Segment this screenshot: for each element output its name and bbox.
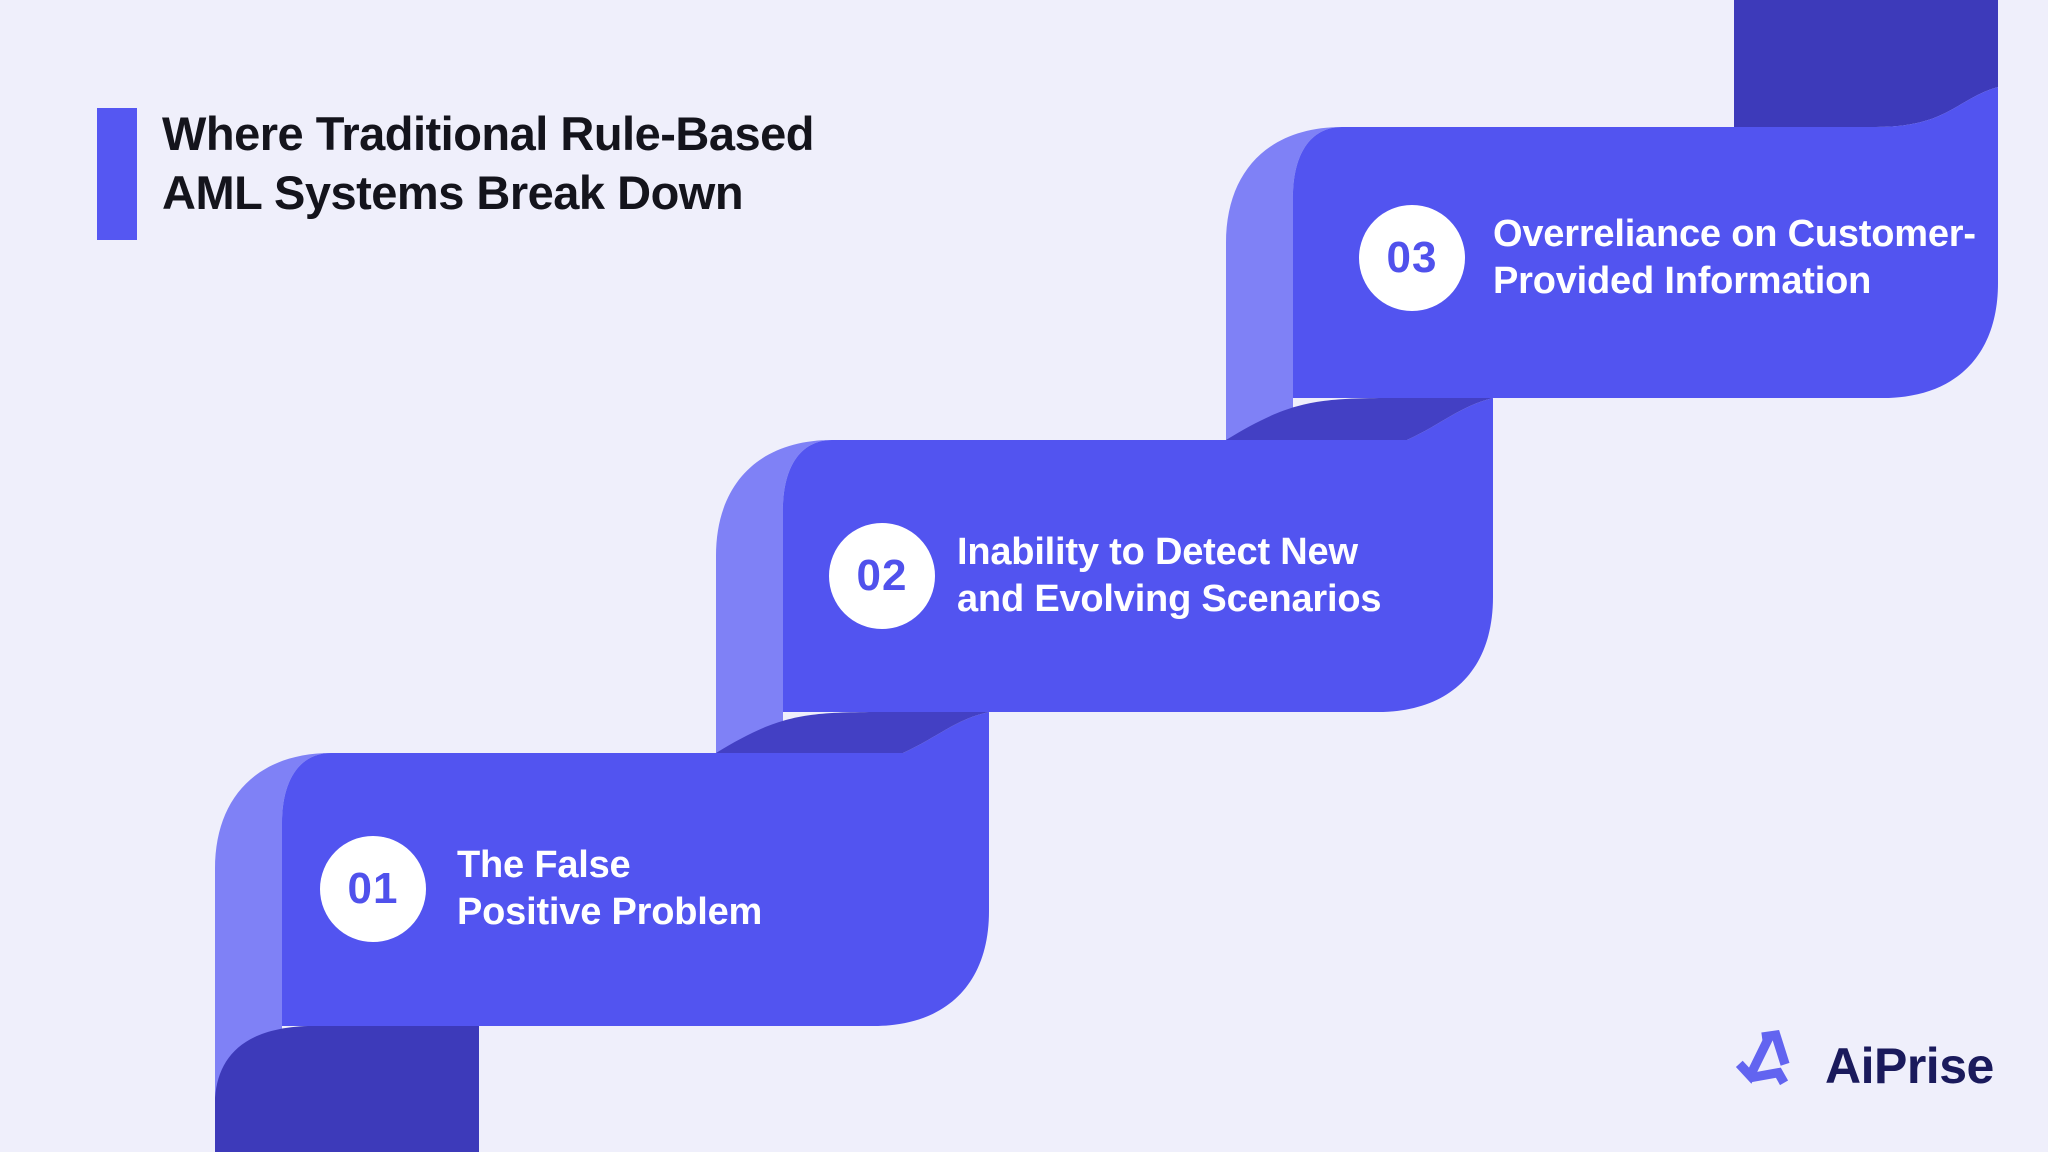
step-01-number-badge: 01 [320, 836, 426, 942]
step-02-label-line2: and Evolving Scenarios [957, 578, 1382, 620]
step-02-number-badge: 02 [829, 523, 935, 629]
aiprise-logo-text: AiPrise [1825, 1038, 1994, 1094]
ribbon-fold-01-02 [716, 712, 989, 753]
aiprise-logo-mark-icon [1735, 1030, 1790, 1086]
ribbon-03-left-curl [1226, 127, 1342, 440]
step-03-label-line2: Provided Information [1493, 260, 1872, 302]
ribbon-03-body [1293, 87, 1998, 398]
step-03-number-badge: 03 [1359, 205, 1465, 311]
step-01-label-line1: The False [457, 844, 631, 886]
ribbon-03-top-band [1734, 0, 1998, 127]
step-01-label-line2: Positive Problem [457, 891, 763, 933]
ribbon-02-left-curl [716, 440, 832, 753]
step-03-label-line1: Overreliance on Customer- [1493, 213, 1976, 255]
step-03-number: 03 [1386, 233, 1438, 282]
ribbon-fold-02-03 [1226, 398, 1493, 440]
step-01-number: 01 [347, 864, 399, 913]
step-02-label: Inability to Detect New and Evolving Sce… [957, 529, 1381, 623]
step-03-label: Overreliance on Customer- Provided Infor… [1493, 211, 1976, 305]
page-title-line2: AML Systems Break Down [162, 166, 744, 219]
page-title-line1: Where Traditional Rule-Based [162, 107, 814, 160]
step-02-number: 02 [856, 551, 908, 600]
ribbon-01-bottom-band [215, 1026, 479, 1152]
ribbon-02-body [783, 398, 1493, 712]
step-01-label: The False Positive Problem [457, 842, 762, 936]
ribbon-01-body [282, 712, 989, 1026]
title-accent-bar [97, 108, 137, 240]
page-title: Where Traditional Rule-Based AML Systems… [162, 104, 814, 222]
step-02-label-line1: Inability to Detect New [957, 531, 1358, 573]
aiprise-logo: AiPrise [1733, 1026, 1994, 1106]
